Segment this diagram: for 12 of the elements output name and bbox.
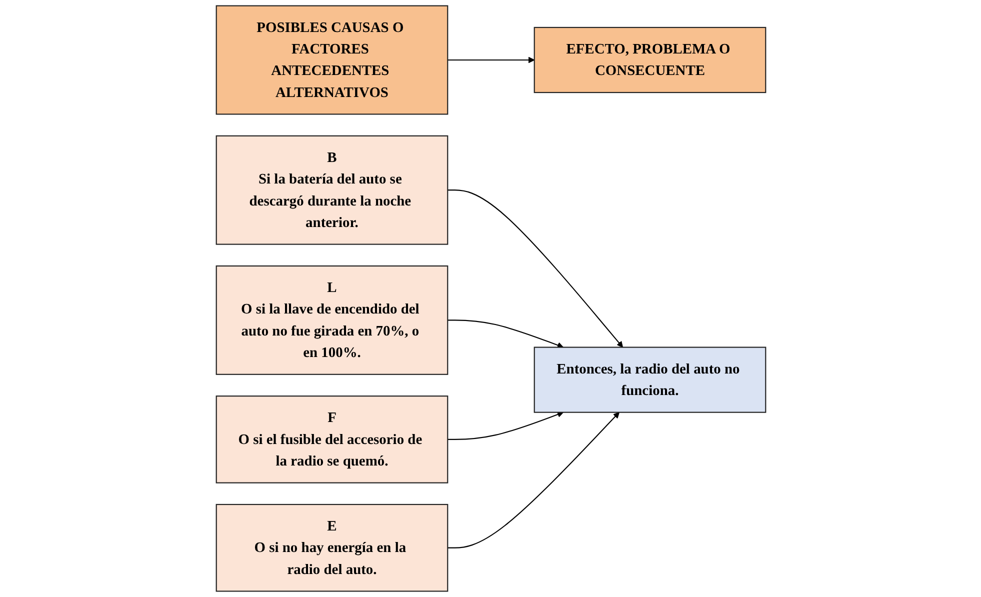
- node-box: F O si el fusible del accesorio de la radio se quemó.: [215, 396, 448, 484]
- arrow: [447, 190, 623, 348]
- node-box: EFECTO, PROBLEMA O CONSECUENTE: [533, 26, 766, 94]
- node-box: POSIBLES CAUSAS O FACTORES ANTECEDENTES ALTERNATIVOS: [215, 5, 448, 115]
- arrow: [447, 412, 620, 548]
- node-box: Entonces, la radio del auto no funciona.: [533, 346, 766, 413]
- arrow: [447, 411, 564, 440]
- arrow: [447, 56, 534, 64]
- node-box: B Si la batería del auto se descargó durante la noche anterior.: [215, 135, 448, 245]
- node-box: E O si no hay energía en la radio del auto.: [215, 504, 448, 592]
- arrow: [447, 320, 564, 348]
- node-box: L O si la llave de encendido del auto no fue girada en 70%, o en 100%.: [215, 265, 448, 375]
